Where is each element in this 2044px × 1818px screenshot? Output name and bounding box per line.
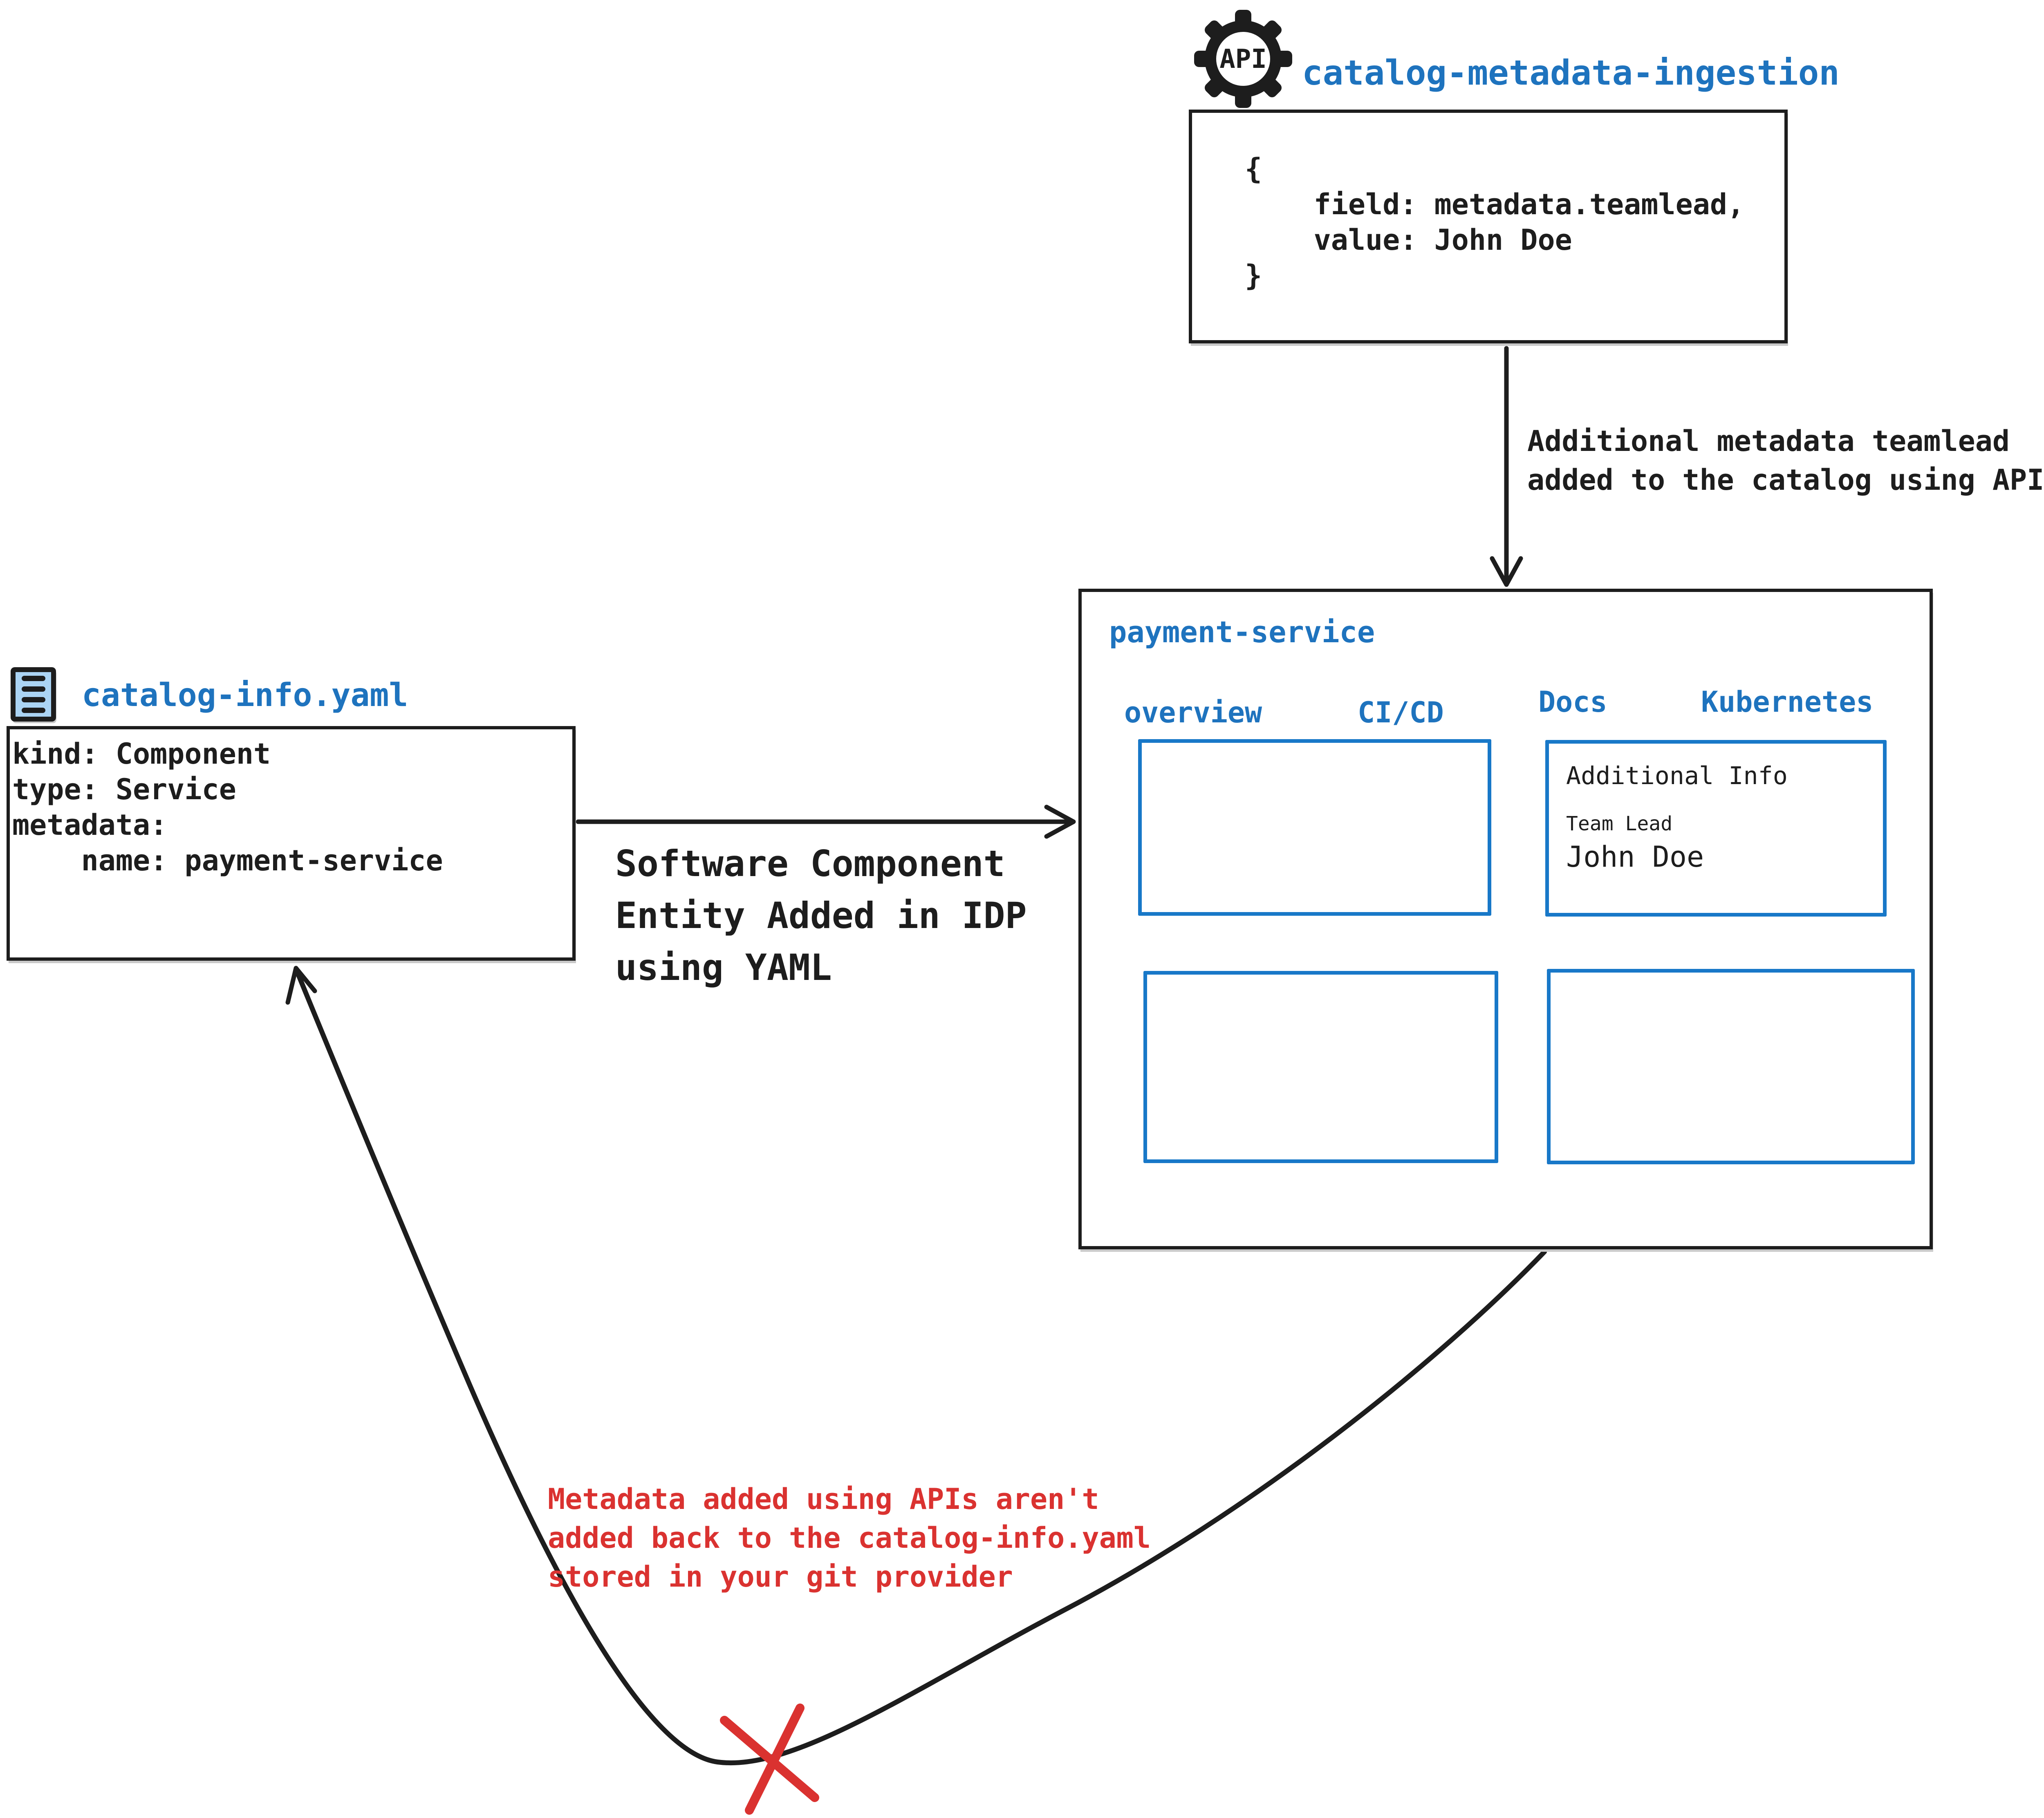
- tab-overview[interactable]: overview: [1124, 696, 1262, 729]
- api-gear-icon: API: [1194, 10, 1292, 108]
- arrowhead-service-to-yaml: [285, 966, 317, 1005]
- yaml-arrow-label-line: Entity Added in IDP: [615, 894, 1027, 937]
- api-arrow-label-line: Additional metadata teamlead: [1527, 424, 2010, 458]
- yaml-node-title: catalog-info.yaml: [82, 677, 408, 714]
- tab-cicd[interactable]: CI/CD: [1358, 696, 1444, 729]
- warning-note: Metadata added using APIs aren't added b…: [548, 1480, 1151, 1596]
- yaml-line: kind: Component: [12, 737, 271, 771]
- api-arrow-label: Additional metadata teamlead added to th…: [1527, 422, 2044, 500]
- yaml-code-box: kind: Component type: Service metadata: …: [7, 726, 576, 961]
- yaml-arrow-label-line: Software Component: [615, 843, 1005, 885]
- code-line: value: John Doe: [1245, 223, 1572, 257]
- warning-note-line: stored in your git provider: [548, 1560, 1013, 1594]
- team-lead-value: John Doe: [1566, 840, 1704, 874]
- team-lead-label: Team Lead: [1566, 812, 1673, 835]
- yaml-line: type: Service: [12, 773, 236, 806]
- code-line: }: [1245, 259, 1262, 292]
- yaml-file-icon-bar: [21, 686, 45, 692]
- code-line: field: metadata.teamlead,: [1245, 188, 1745, 221]
- yaml-file-icon: [11, 667, 56, 722]
- additional-info-heading: Additional Info: [1566, 762, 1788, 790]
- api-code-box: { field: metadata.teamlead, value: John …: [1189, 110, 1788, 343]
- yaml-line: metadata:: [12, 808, 168, 842]
- yaml-arrow-label-line: using YAML: [615, 946, 832, 989]
- code-line: {: [1245, 152, 1262, 186]
- yaml-file-icon-bar: [21, 708, 45, 713]
- yaml-file-icon-bar: [21, 697, 45, 702]
- warning-note-line: Metadata added using APIs aren't: [548, 1482, 1099, 1516]
- yaml-line: name: payment-service: [12, 844, 443, 877]
- red-x-mark-stroke-2: [745, 1704, 805, 1815]
- payment-service-title: payment-service: [1109, 615, 1375, 649]
- api-icon-label: API: [1219, 44, 1267, 74]
- overview-panel: [1138, 739, 1491, 916]
- warning-note-line: added back to the catalog-info.yaml: [548, 1521, 1151, 1555]
- api-arrow-label-line: added to the catalog using APIs: [1527, 463, 2044, 497]
- tab-kubernetes[interactable]: Kubernetes: [1701, 685, 1874, 719]
- yaml-arrow-label: Software Component Entity Added in IDP u…: [615, 838, 1027, 993]
- bottom-left-panel: [1143, 971, 1498, 1163]
- arrow-service-to-yaml-curve: [294, 968, 1547, 1766]
- yaml-file-icon-bar: [21, 676, 45, 681]
- api-node-title: catalog-metadata-ingestion: [1302, 53, 1840, 93]
- additional-info-panel: Additional Info Team Lead John Doe: [1545, 740, 1887, 917]
- tab-docs[interactable]: Docs: [1538, 685, 1607, 719]
- arrowhead-yaml-to-service: [1044, 805, 1076, 839]
- red-x-mark-stroke-1: [720, 1716, 819, 1802]
- arrowhead-api-to-service: [1490, 556, 1523, 587]
- bottom-right-panel: [1547, 969, 1915, 1164]
